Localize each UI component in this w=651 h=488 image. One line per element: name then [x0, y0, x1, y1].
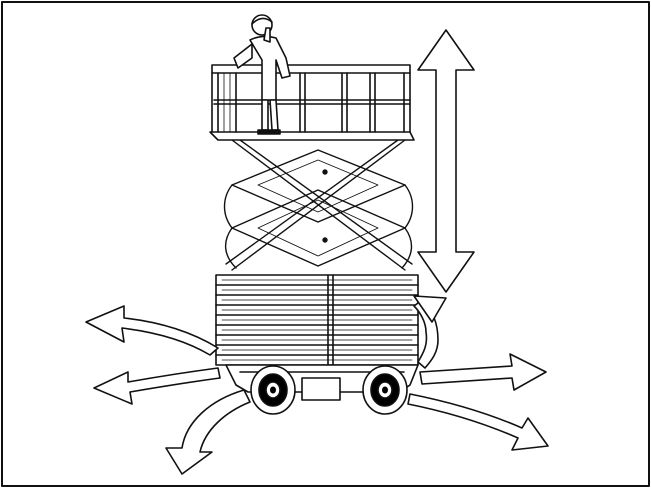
horizontal-motion-arrow-icon: [165, 389, 251, 475]
vertical-motion-arrow-icon: [417, 29, 475, 293]
wheel: [362, 365, 408, 415]
platform-railing: [209, 64, 415, 141]
horizontal-motion-arrow-icon: [93, 367, 221, 405]
horizontal-motion-arrow-icon: [413, 295, 447, 323]
scissor-stack: [223, 139, 414, 271]
horizontal-motion-arrow-icon: [85, 305, 219, 356]
worker-figure: [233, 14, 291, 135]
wheel: [250, 365, 296, 415]
horizontal-motion-arrow-icon: [407, 393, 549, 451]
horizontal-motion-arrow-icon: [419, 353, 547, 391]
